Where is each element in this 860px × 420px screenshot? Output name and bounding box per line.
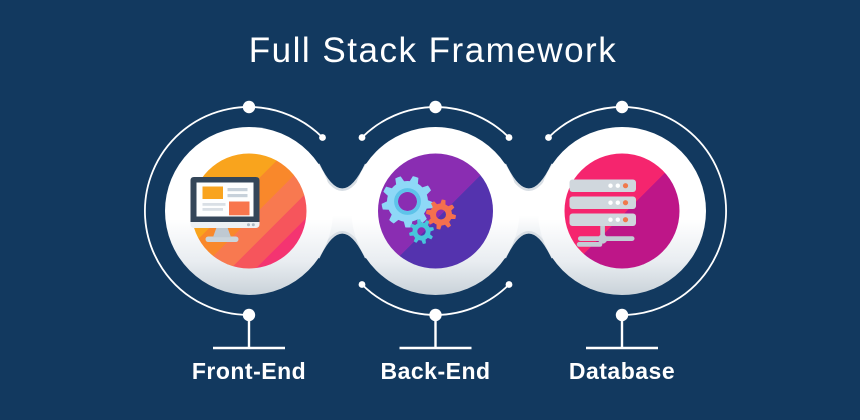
server-led bbox=[615, 183, 620, 188]
server-bar bbox=[569, 213, 636, 226]
gear-teal bbox=[409, 219, 434, 244]
deco-dot-large bbox=[615, 308, 629, 322]
server-bar bbox=[569, 179, 636, 192]
screen-image-block bbox=[202, 186, 223, 199]
deco-dot-small bbox=[358, 134, 366, 141]
cable-bar bbox=[576, 242, 603, 247]
server-bar bbox=[569, 196, 636, 209]
deco-dot-large bbox=[242, 308, 256, 322]
monitor-icon bbox=[190, 177, 260, 242]
server-led bbox=[615, 200, 620, 205]
cable-node bbox=[598, 234, 608, 244]
monitor-neck bbox=[213, 227, 231, 238]
server-led-orange bbox=[622, 217, 629, 223]
server-led-orange bbox=[622, 200, 629, 206]
server-leds-orange bbox=[622, 183, 629, 223]
bridge-backend-database bbox=[504, 162, 554, 260]
gear-big bbox=[381, 176, 434, 228]
bridge-frontend-backend bbox=[317, 162, 367, 260]
monitor-button bbox=[251, 223, 255, 227]
ring-bridges bbox=[317, 162, 554, 260]
label-frontend: Front-End bbox=[192, 358, 306, 384]
frontend-arc bbox=[144, 106, 324, 316]
server-cable bbox=[576, 225, 635, 247]
server-led-orange bbox=[622, 183, 629, 189]
deco-dot-small bbox=[545, 134, 552, 141]
label-database: Database bbox=[569, 358, 675, 384]
deco-dot-small bbox=[319, 134, 326, 141]
screen-text-line bbox=[227, 188, 248, 192]
monitor-base bbox=[205, 236, 239, 242]
label-stems bbox=[213, 316, 658, 350]
deco-dot-small bbox=[505, 134, 513, 141]
label-backend: Back-End bbox=[380, 358, 490, 384]
monitor-button bbox=[247, 223, 250, 227]
deco-dot-large bbox=[429, 100, 442, 114]
deco-dot-small bbox=[505, 281, 513, 288]
arc-dots bbox=[242, 100, 629, 322]
gears-icon bbox=[381, 176, 456, 244]
server-led bbox=[615, 217, 620, 222]
server-led bbox=[608, 200, 613, 205]
gear-orange bbox=[426, 199, 456, 230]
cable-stem bbox=[600, 225, 605, 239]
page-title: Full Stack Framework bbox=[249, 31, 617, 70]
server-icon bbox=[569, 179, 636, 247]
deco-dot-large bbox=[615, 100, 629, 114]
deco-dot-large bbox=[242, 100, 256, 114]
server-led bbox=[608, 183, 613, 188]
deco-dot-large bbox=[429, 308, 442, 322]
database-disc bbox=[564, 153, 680, 269]
gear-big-hub-ring bbox=[394, 188, 421, 215]
monitor-buttons bbox=[247, 223, 255, 227]
screen-text-line bbox=[227, 194, 248, 198]
screen-text-line bbox=[202, 203, 226, 206]
database-arc bbox=[547, 106, 727, 316]
node-labels: Front-End Back-End Database bbox=[192, 358, 675, 384]
server-bars bbox=[569, 179, 636, 226]
server-led bbox=[608, 217, 613, 222]
screen-text-line bbox=[202, 208, 223, 211]
deco-dot-small bbox=[358, 281, 366, 288]
server-leds-white bbox=[608, 183, 620, 222]
screen-image-block-orange bbox=[229, 201, 250, 216]
